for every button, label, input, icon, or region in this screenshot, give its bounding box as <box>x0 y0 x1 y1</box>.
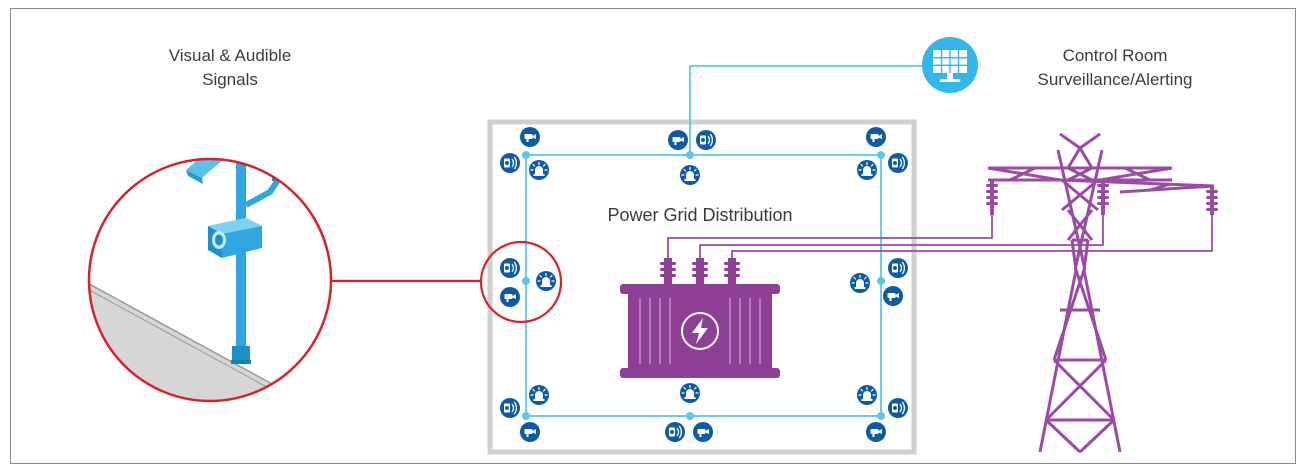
monitor-icon <box>922 37 978 93</box>
speaker-icon <box>499 397 521 419</box>
speaker-icon <box>499 152 521 174</box>
control-room-line1: Control Room <box>1062 46 1168 65</box>
diagram-border <box>10 8 1296 464</box>
camera-icon <box>883 286 903 306</box>
beacon-icon <box>856 384 878 406</box>
speaker-icon <box>887 257 909 279</box>
beacon-icon <box>849 272 871 294</box>
transmission-tower <box>987 132 1215 454</box>
zoom-circle <box>87 157 333 403</box>
beacon-icon <box>679 382 701 404</box>
speaker-icon <box>499 257 521 279</box>
control-room-line2: Surveillance/Alerting <box>1037 70 1193 89</box>
power-wires <box>667 213 1213 282</box>
visual-audible-line1: Visual & Audible <box>168 46 292 65</box>
beacon-icon <box>535 270 557 292</box>
camera-icon <box>520 422 540 442</box>
network-lines <box>525 65 926 417</box>
beacon-icon <box>528 384 550 406</box>
camera-icon <box>500 287 520 307</box>
transformer <box>620 258 780 378</box>
visual-audible-label: Visual & Audible Signals <box>150 44 310 92</box>
camera-icon <box>866 127 886 147</box>
insulators <box>986 180 1218 215</box>
signal-pole <box>186 159 286 364</box>
grid-enclosure <box>487 119 917 455</box>
beacon-icon <box>856 159 878 181</box>
speaker-icon <box>695 129 717 151</box>
beacon-icon <box>679 164 701 186</box>
camera-icon <box>693 422 713 442</box>
lightning-icon <box>692 318 708 344</box>
control-room-label: Control Room Surveillance/Alerting <box>1015 44 1215 92</box>
grid-label: Power Grid Distribution <box>607 205 793 225</box>
speaker-icon <box>887 152 909 174</box>
camera-icon <box>520 127 540 147</box>
speaker-icon <box>664 421 686 443</box>
camera-icon <box>866 422 886 442</box>
camera-icon <box>668 130 688 150</box>
junction-dots <box>522 151 885 420</box>
visual-audible-line2: Signals <box>202 70 258 89</box>
beacon-icon <box>528 159 550 181</box>
speaker-icon <box>887 397 909 419</box>
zoom-target-circle <box>479 240 563 324</box>
